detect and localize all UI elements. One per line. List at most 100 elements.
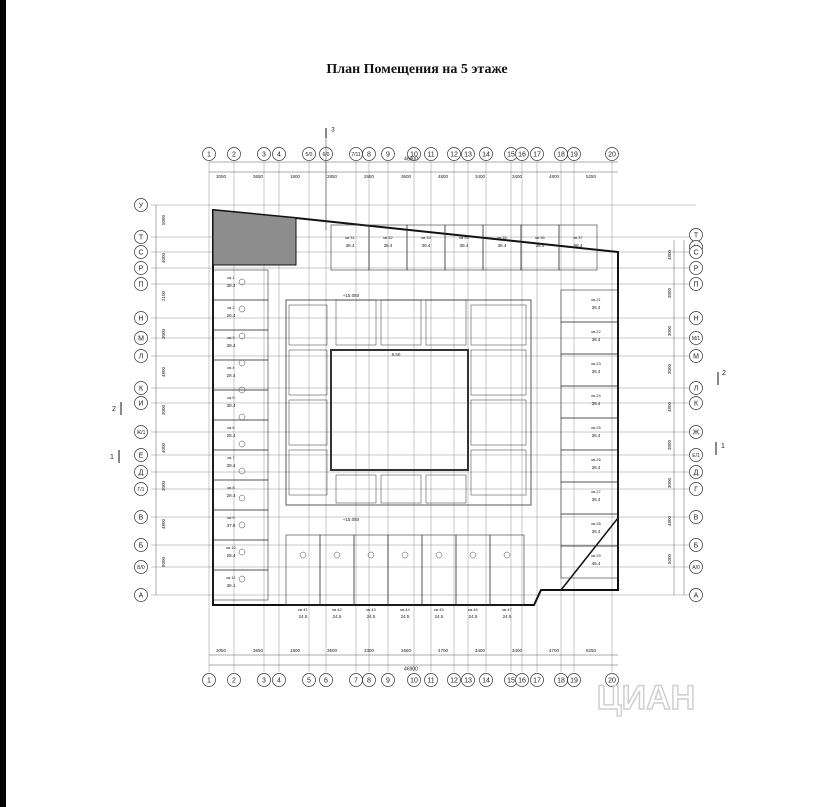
apartment-cell [285, 534, 321, 606]
dimension-value: 3300 [364, 648, 375, 653]
apartment-label: кв.21 [591, 297, 601, 302]
axis-bubble [257, 673, 271, 687]
axis-bubble [689, 277, 703, 291]
page-title: План Помещения на 5 этаже [326, 62, 508, 77]
axis-label: М/1 [692, 336, 701, 342]
apartment-cell [212, 359, 269, 391]
dimension-value: 4800 [161, 366, 166, 377]
dimension-value: 3000 [667, 477, 672, 488]
apartment-cell [353, 534, 389, 606]
apartment-area: 38.4 [460, 243, 469, 248]
apartment-label: кв.6 [227, 425, 235, 430]
dimension-value: 3600 [327, 648, 338, 653]
fixture-icon [238, 332, 246, 340]
dimension-value: 2100 [161, 290, 166, 301]
axis-bubble [202, 673, 216, 687]
section-mark-right-upper: 2 [722, 370, 726, 377]
axis-label: М [138, 335, 144, 342]
axis-bubble [134, 448, 148, 462]
apartment-label: кв.29 [591, 553, 601, 558]
dimension-value: 4800 [667, 249, 672, 260]
section-mark-right-lower: 1 [721, 443, 725, 450]
apartment-area: 38.4 [592, 529, 601, 534]
axis-label: 15 [507, 677, 515, 684]
apartment-cell [212, 299, 269, 331]
apartment-cell [387, 534, 423, 606]
dimension-value: 4700 [549, 648, 560, 653]
axis-bubble [407, 147, 421, 161]
axis-label: А/0 [692, 565, 700, 571]
apartment-label: кв.34 [459, 235, 469, 240]
dimension-value: 4800 [161, 518, 166, 529]
dimension-value: 5250 [586, 648, 597, 653]
inner-room [470, 349, 527, 396]
axis-label: Д [694, 469, 699, 476]
axis-bubble [689, 510, 703, 524]
dimension-value: 3000 [667, 439, 672, 450]
axis-label: 8 [367, 151, 371, 158]
apartment-label: кв.33 [421, 235, 431, 240]
axis-label: Ж/1 [137, 430, 146, 436]
fixture-icon [469, 551, 477, 559]
inner-room [470, 399, 527, 446]
axis-bubble [689, 482, 703, 496]
inner-room [335, 474, 377, 504]
apartment-label: кв.46 [468, 607, 478, 612]
dimension-value: 5000 [667, 553, 672, 564]
axis-bubble [461, 673, 475, 687]
inner-room [288, 399, 328, 446]
apartment-label: кв.1 [227, 275, 235, 280]
apartment-area: 58.4 [574, 243, 583, 248]
apartment-area: 24.5 [401, 614, 410, 619]
axis-bubble [134, 381, 148, 395]
dimension-value: 4000 [161, 252, 166, 263]
axis-label: 10 [410, 151, 418, 158]
dimension-value: 3000 [161, 328, 166, 339]
watermark-text: ЦИАН [597, 679, 695, 717]
axis-bubble [605, 673, 619, 687]
axis-label: 6 [324, 677, 328, 684]
axis-label: 9 [386, 151, 390, 158]
apartments-top: кв.3138.4кв.3238.4кв.3338.4кв.3438.4кв.3… [330, 224, 598, 271]
axis-bubble [689, 448, 703, 462]
apartment-cell [560, 385, 619, 419]
fixture-icon [238, 548, 246, 556]
apartment-label: кв.37 [573, 235, 583, 240]
apartment-label: кв.35 [497, 235, 507, 240]
axis-label: Р [694, 265, 699, 272]
apartment-label: кв.5 [227, 395, 235, 400]
apartment-cell [455, 534, 491, 606]
axis-bubble [272, 673, 286, 687]
apartment-area: 38.4 [592, 369, 601, 374]
fixture-icon [238, 494, 246, 502]
apartment-cell [212, 269, 269, 301]
axis-bubble [134, 198, 148, 212]
apartment-label: кв.26 [591, 457, 601, 462]
axis-bubble [134, 482, 148, 496]
axis-label: 12 [450, 677, 458, 684]
axis-label: М [693, 353, 699, 360]
axis-label: Л [139, 353, 144, 360]
dimension-value: 3000 [161, 480, 166, 491]
axis-label: 14 [482, 151, 490, 158]
axis-label: 16 [518, 151, 526, 158]
apartment-area: 24.5 [333, 614, 342, 619]
axis-bubble [689, 381, 703, 395]
apartment-label: кв.10 [226, 545, 236, 550]
axis-label: Т [139, 234, 144, 241]
apartment-area: 38.4 [592, 433, 601, 438]
axis-label: Б [694, 542, 699, 549]
axis-bubble [689, 396, 703, 410]
apartment-label: кв.11 [226, 575, 236, 580]
axis-label: Р [139, 265, 144, 272]
axis-label: 10 [410, 677, 418, 684]
axis-label: 8 [367, 677, 371, 684]
section-mark-left-lower: 1 [110, 454, 114, 461]
axis-bubble [407, 673, 421, 687]
apartment-label: кв.27 [591, 489, 601, 494]
dimension-value: 1800 [290, 648, 301, 653]
axis-bubble [689, 245, 703, 259]
axis-label: 7 [354, 677, 358, 684]
axis-label: 20 [608, 677, 616, 684]
